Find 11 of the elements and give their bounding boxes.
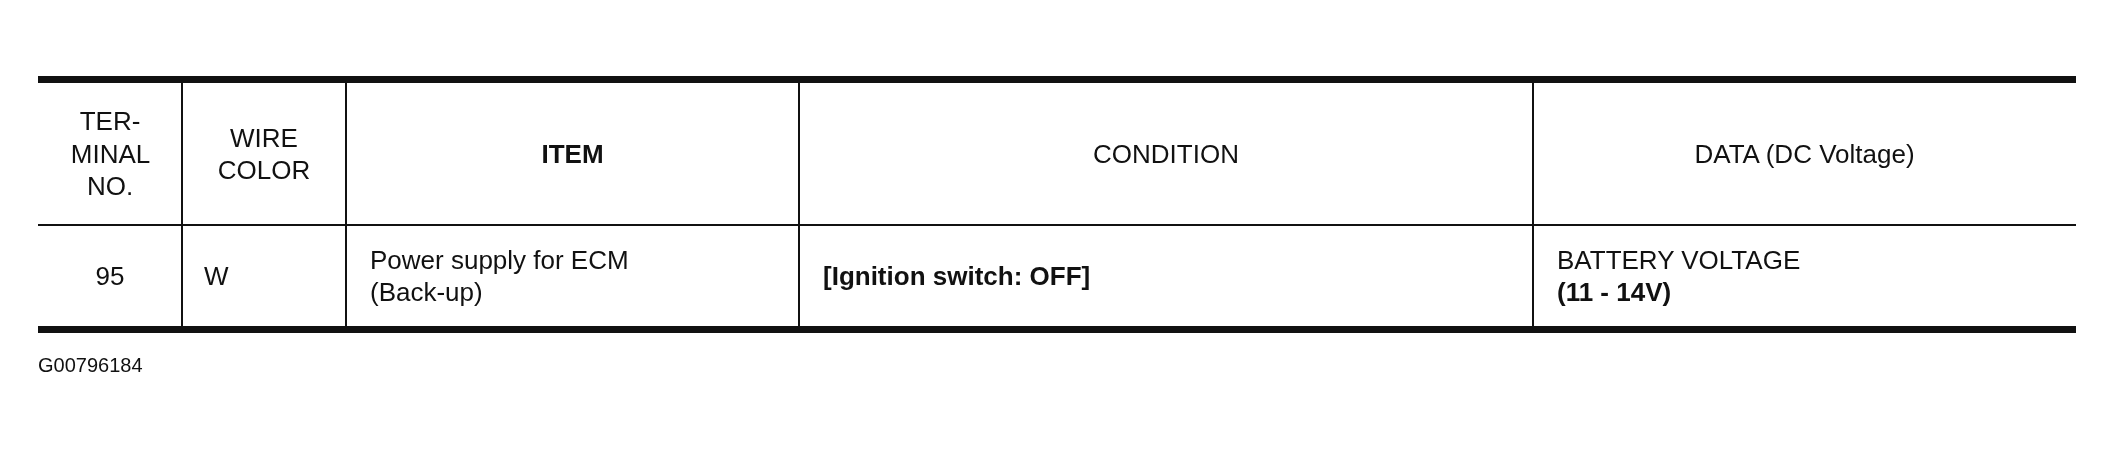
column-header: WIRE COLOR: [217, 121, 311, 187]
figure-code: G00796184: [38, 354, 143, 377]
table-cell-text: [Ignition switch: OFF]: [823, 259, 1091, 293]
table-cell-text: 95: [95, 259, 125, 293]
table-cell-text: Power supply for ECM (Back-up): [370, 243, 630, 309]
column-header: DATA (DC Voltage): [1694, 137, 1915, 171]
column-header: ITEM: [541, 137, 604, 171]
table-cell-text: BATTERY VOLTAGE (11 - 14V): [1557, 243, 1802, 309]
column-header: TER- MINAL NO.: [70, 105, 150, 203]
column-header: CONDITION: [1093, 137, 1239, 171]
table-cell-text: W: [204, 259, 229, 293]
